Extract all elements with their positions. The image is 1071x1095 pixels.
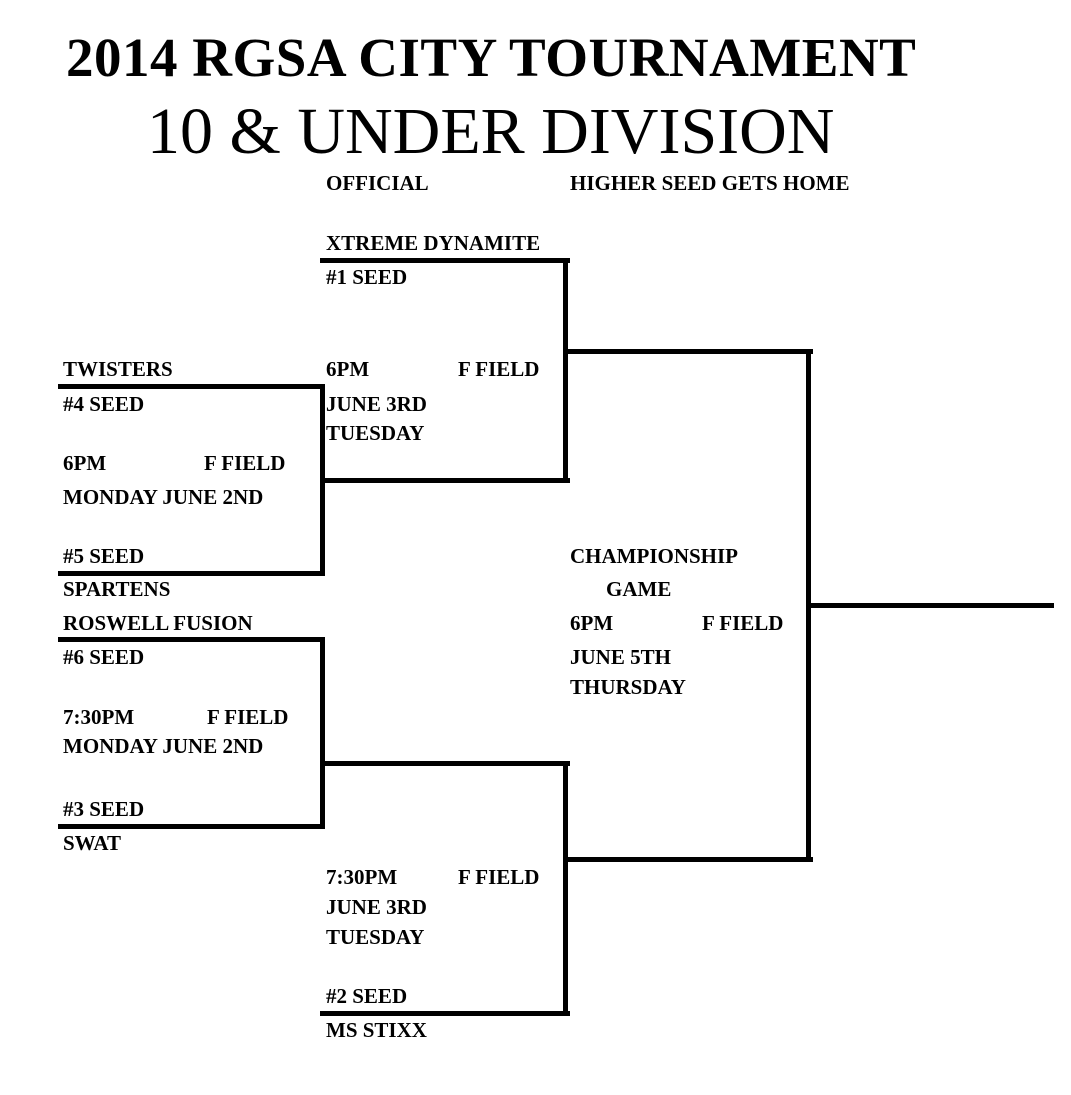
r1g2-bottom-line (58, 824, 325, 829)
r1g2-top-team: ROSWELL FUSION (63, 611, 253, 635)
championship-date: JUNE 5TH (570, 645, 671, 669)
r1g2-time: 7:30PM (63, 705, 135, 729)
sf1-date: JUNE 3RD (326, 392, 427, 416)
sf1-top-team: XTREME DYNAMITE (326, 231, 541, 255)
r1g2-top-line (58, 637, 325, 642)
sf2-time: 7:30PM (326, 865, 398, 889)
r1g1-date: MONDAY JUNE 2ND (63, 485, 264, 509)
sf2-connector (563, 761, 568, 1016)
r1g2-bottom-seed: #3 SEED (63, 797, 145, 821)
sf2-date: JUNE 3RD (326, 895, 427, 919)
championship-time: 6PM (570, 611, 614, 635)
championship-field: F FIELD (702, 611, 784, 635)
sf2-top-line (320, 761, 570, 766)
sf1-day: TUESDAY (326, 421, 425, 445)
sf2-day: TUESDAY (326, 925, 425, 949)
tournament-title: 2014 RGSA CITY TOURNAMENT (66, 27, 917, 88)
r1g2-connector (320, 637, 325, 829)
sf1-connector (563, 258, 568, 483)
championship-game-label: GAME (606, 577, 672, 601)
sf2-bottom-seed: #2 SEED (326, 984, 408, 1008)
home-seed-note: HIGHER SEED GETS HOME (570, 171, 850, 195)
championship-label: CHAMPIONSHIP (570, 544, 738, 568)
final-bottom-line (563, 857, 813, 862)
r1g1-bottom-line (58, 571, 325, 576)
sf2-bottom-team: MS STIXX (326, 1018, 427, 1042)
sf1-top-seed: #1 SEED (326, 265, 408, 289)
r1g2-field: F FIELD (207, 705, 289, 729)
final-top-line (563, 349, 813, 354)
division-subtitle: 10 & UNDER DIVISION (147, 95, 835, 168)
r1g2-top-seed: #6 SEED (63, 645, 145, 669)
sf2-bottom-line (320, 1011, 570, 1016)
r1g1-top-line (58, 384, 325, 389)
r1g1-field: F FIELD (204, 451, 286, 475)
sf1-field: F FIELD (458, 357, 540, 381)
r1g1-top-team: TWISTERS (63, 357, 173, 381)
championship-day: THURSDAY (570, 675, 686, 699)
r1g1-top-seed: #4 SEED (63, 392, 145, 416)
sf1-bottom-line (320, 478, 570, 483)
r1g2-bottom-team: SWAT (63, 831, 121, 855)
r1g1-bottom-team: SPARTENS (63, 577, 171, 601)
official-label: OFFICIAL (326, 171, 429, 195)
sf2-field: F FIELD (458, 865, 540, 889)
r1g1-bottom-seed: #5 SEED (63, 544, 145, 568)
champion-line (806, 603, 1054, 608)
r1g2-date: MONDAY JUNE 2ND (63, 734, 264, 758)
r1g1-time: 6PM (63, 451, 107, 475)
sf1-top-line (320, 258, 570, 263)
sf1-time: 6PM (326, 357, 370, 381)
